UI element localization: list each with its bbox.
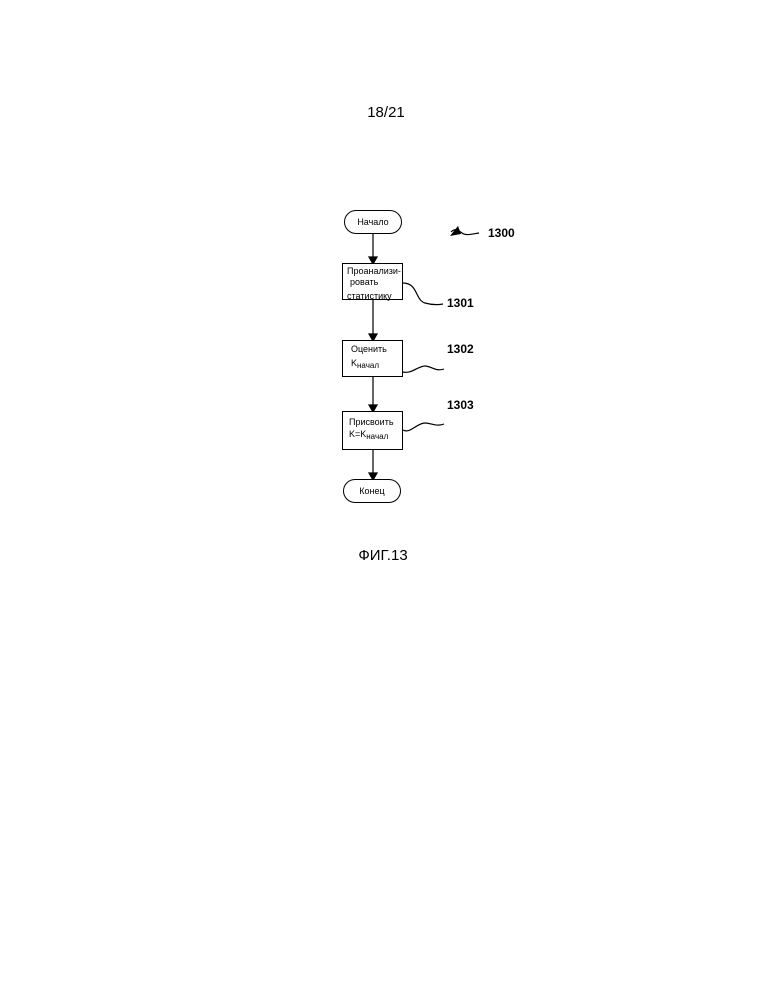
end-terminal: Конец: [343, 479, 401, 503]
step2-k-subscript: начал: [357, 361, 379, 370]
step2-k-expression: Kначал: [351, 358, 402, 371]
ref-1300: 1300: [488, 226, 515, 240]
step-estimate-k: Оценить Kначал: [342, 340, 403, 377]
figure-caption: ФИГ.13: [0, 547, 766, 564]
step3-k-expression: K=Kначал: [349, 429, 402, 442]
ref-1301: 1301: [447, 296, 474, 310]
start-label: Начало: [357, 217, 388, 227]
ref-1303: 1303: [447, 398, 474, 412]
leader-1302: [403, 366, 444, 372]
end-label: Конец: [359, 486, 384, 496]
start-terminal: Начало: [344, 210, 402, 234]
step1-line3: статистику: [347, 291, 402, 302]
leader-1301: [403, 283, 443, 305]
step-analyze-statistics: Проанализи- ровать статистику: [342, 263, 403, 300]
step3-prefix: K=K: [349, 429, 366, 439]
step3-line1: Присвоить: [349, 417, 402, 428]
step1-line2: ровать: [350, 277, 402, 288]
ref-1302: 1302: [447, 342, 474, 356]
step2-line1: Оценить: [351, 344, 402, 355]
step-assign-k: Присвоить K=Kначал: [342, 411, 403, 450]
step3-k-subscript: начал: [366, 432, 388, 441]
step1-line1: Проанализи-: [347, 266, 402, 277]
leader-1303: [403, 423, 444, 431]
